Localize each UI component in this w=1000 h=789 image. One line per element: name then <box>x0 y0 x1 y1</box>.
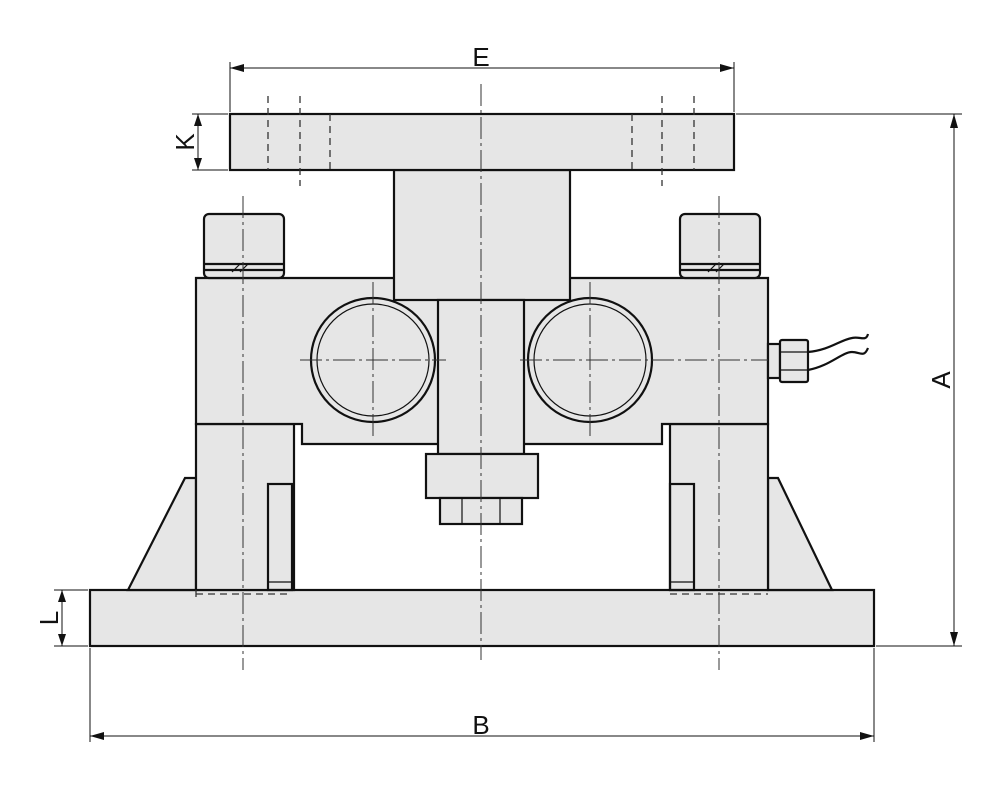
bottom-nut <box>424 452 540 526</box>
dimension-label-a: A <box>926 371 956 389</box>
right-bolt-head <box>678 212 762 280</box>
dimension-label-e: E <box>472 42 489 72</box>
dimension-k: K <box>170 113 228 171</box>
hidden-lines <box>195 96 768 598</box>
center-lines <box>242 84 768 670</box>
left-support-leg <box>194 422 296 592</box>
dimension-label-k: K <box>170 133 200 151</box>
dimension-label-b: B <box>472 710 489 740</box>
top-plate <box>228 112 736 172</box>
cable-gland <box>766 333 870 384</box>
left-bolt-head <box>202 212 286 280</box>
right-gusset <box>766 476 834 592</box>
dimension-b: B <box>89 648 875 742</box>
loading-column <box>392 168 572 302</box>
dimension-a: A <box>736 113 962 647</box>
dimension-label-l: L <box>34 611 64 625</box>
dimension-e: E <box>229 42 735 112</box>
left-gusset <box>126 476 198 592</box>
dimension-l: L <box>34 589 88 647</box>
base-plate <box>88 588 876 648</box>
